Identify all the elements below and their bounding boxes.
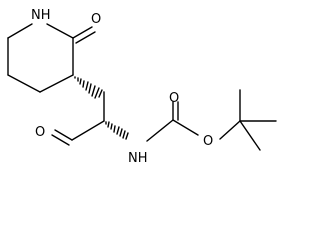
ring-carbonyl <box>72 26 96 44</box>
bond-c6-n1 <box>7 23 33 39</box>
bond-c2-o-b <box>75 31 96 44</box>
aldehyde-carbonyl <box>51 129 73 146</box>
bond-c-oester <box>172 119 199 136</box>
bond-n1-c2 <box>46 23 74 39</box>
amide-nh-label: NH <box>128 151 148 166</box>
bond-calpha-cho <box>71 120 105 141</box>
aldehyde-o-label: O <box>35 125 45 140</box>
skeletal-structure: NH O O NH O O <box>7 8 277 166</box>
bond-cq-me3 <box>239 120 261 151</box>
carbamate-carbonyl <box>172 101 179 121</box>
bond-oester-cq <box>219 120 241 140</box>
bond-nh-c <box>146 119 174 142</box>
carbamate-carbonyl-o-label: O <box>169 91 179 106</box>
tert-butyl <box>239 89 277 151</box>
piperidinone-ring <box>7 23 74 93</box>
bond-c3-c4 <box>39 74 74 93</box>
bond-cho-o-a <box>54 129 73 141</box>
ester-o-label: O <box>203 134 213 149</box>
bond-cho-o-b <box>51 134 70 146</box>
bond-c4-c5 <box>7 74 41 93</box>
ring-carbonyl-o-label: O <box>91 12 101 27</box>
stereo-hash-bond <box>74 76 103 99</box>
stereo-hash-bond-2 <box>105 121 129 140</box>
ring-nh-label: NH <box>31 8 51 23</box>
molecule-canvas: NH O O NH O O <box>7 8 277 166</box>
bond-c2-o-a <box>72 26 93 39</box>
